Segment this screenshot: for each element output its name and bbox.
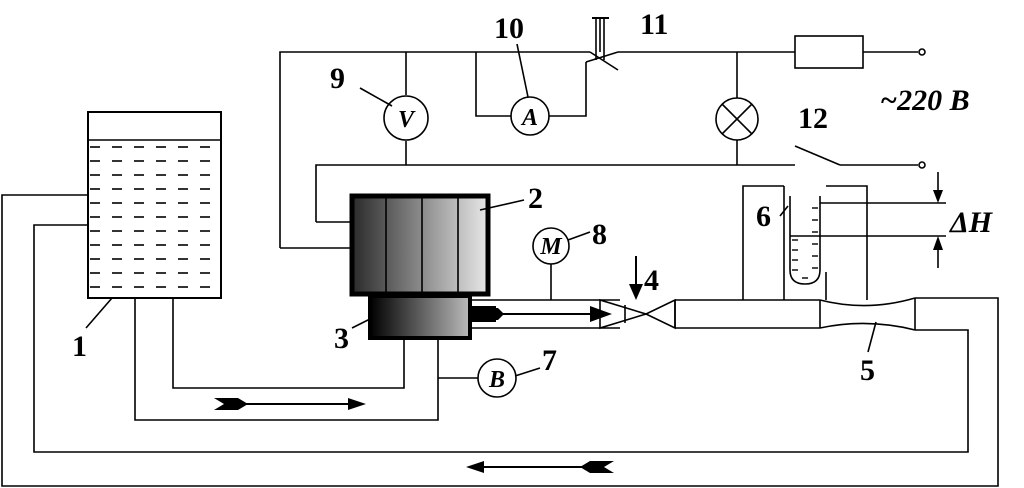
electric-circuit: V A: [279, 17, 926, 249]
pressure-gauge: [532, 227, 570, 265]
water-tank: [87, 111, 222, 299]
svg-text:A: A: [520, 105, 538, 131]
flow-arrow-forward: [214, 398, 366, 410]
label-10: 10: [494, 12, 524, 45]
svg-text:V: V: [398, 107, 416, 133]
switch-12: [794, 145, 841, 166]
label-3: 3: [334, 322, 349, 355]
valve: [599, 256, 676, 330]
delta-h-label: ΔH: [949, 206, 994, 239]
label-11: 11: [640, 8, 668, 41]
leader-lines: [85, 43, 877, 377]
vacuum-gauge: [477, 358, 517, 398]
label-12: 12: [798, 102, 828, 135]
pipeline: [1, 194, 999, 487]
pump: [368, 294, 612, 340]
venturi-tube: [819, 297, 916, 331]
label-2: 2: [528, 182, 543, 215]
label-7: 7: [542, 344, 557, 377]
label-9: 9: [330, 62, 345, 95]
supply-label: ~220 B: [880, 84, 970, 117]
svg-text:B: B: [488, 367, 505, 393]
lamp-icon: [715, 97, 759, 141]
label-6: 6: [756, 200, 771, 233]
ammeter: [510, 96, 550, 136]
switch-11: [585, 17, 619, 71]
label-4: 4: [644, 264, 659, 297]
label-8: 8: [592, 218, 607, 251]
label-1: 1: [72, 330, 87, 363]
fuse: [794, 35, 864, 69]
voltmeter: [383, 95, 429, 141]
electric-motor: [349, 193, 491, 297]
svg-text:M: M: [539, 234, 563, 260]
flow-arrow-return: [466, 461, 614, 473]
label-5: 5: [860, 354, 875, 387]
u-tube-manometer: [742, 172, 946, 300]
